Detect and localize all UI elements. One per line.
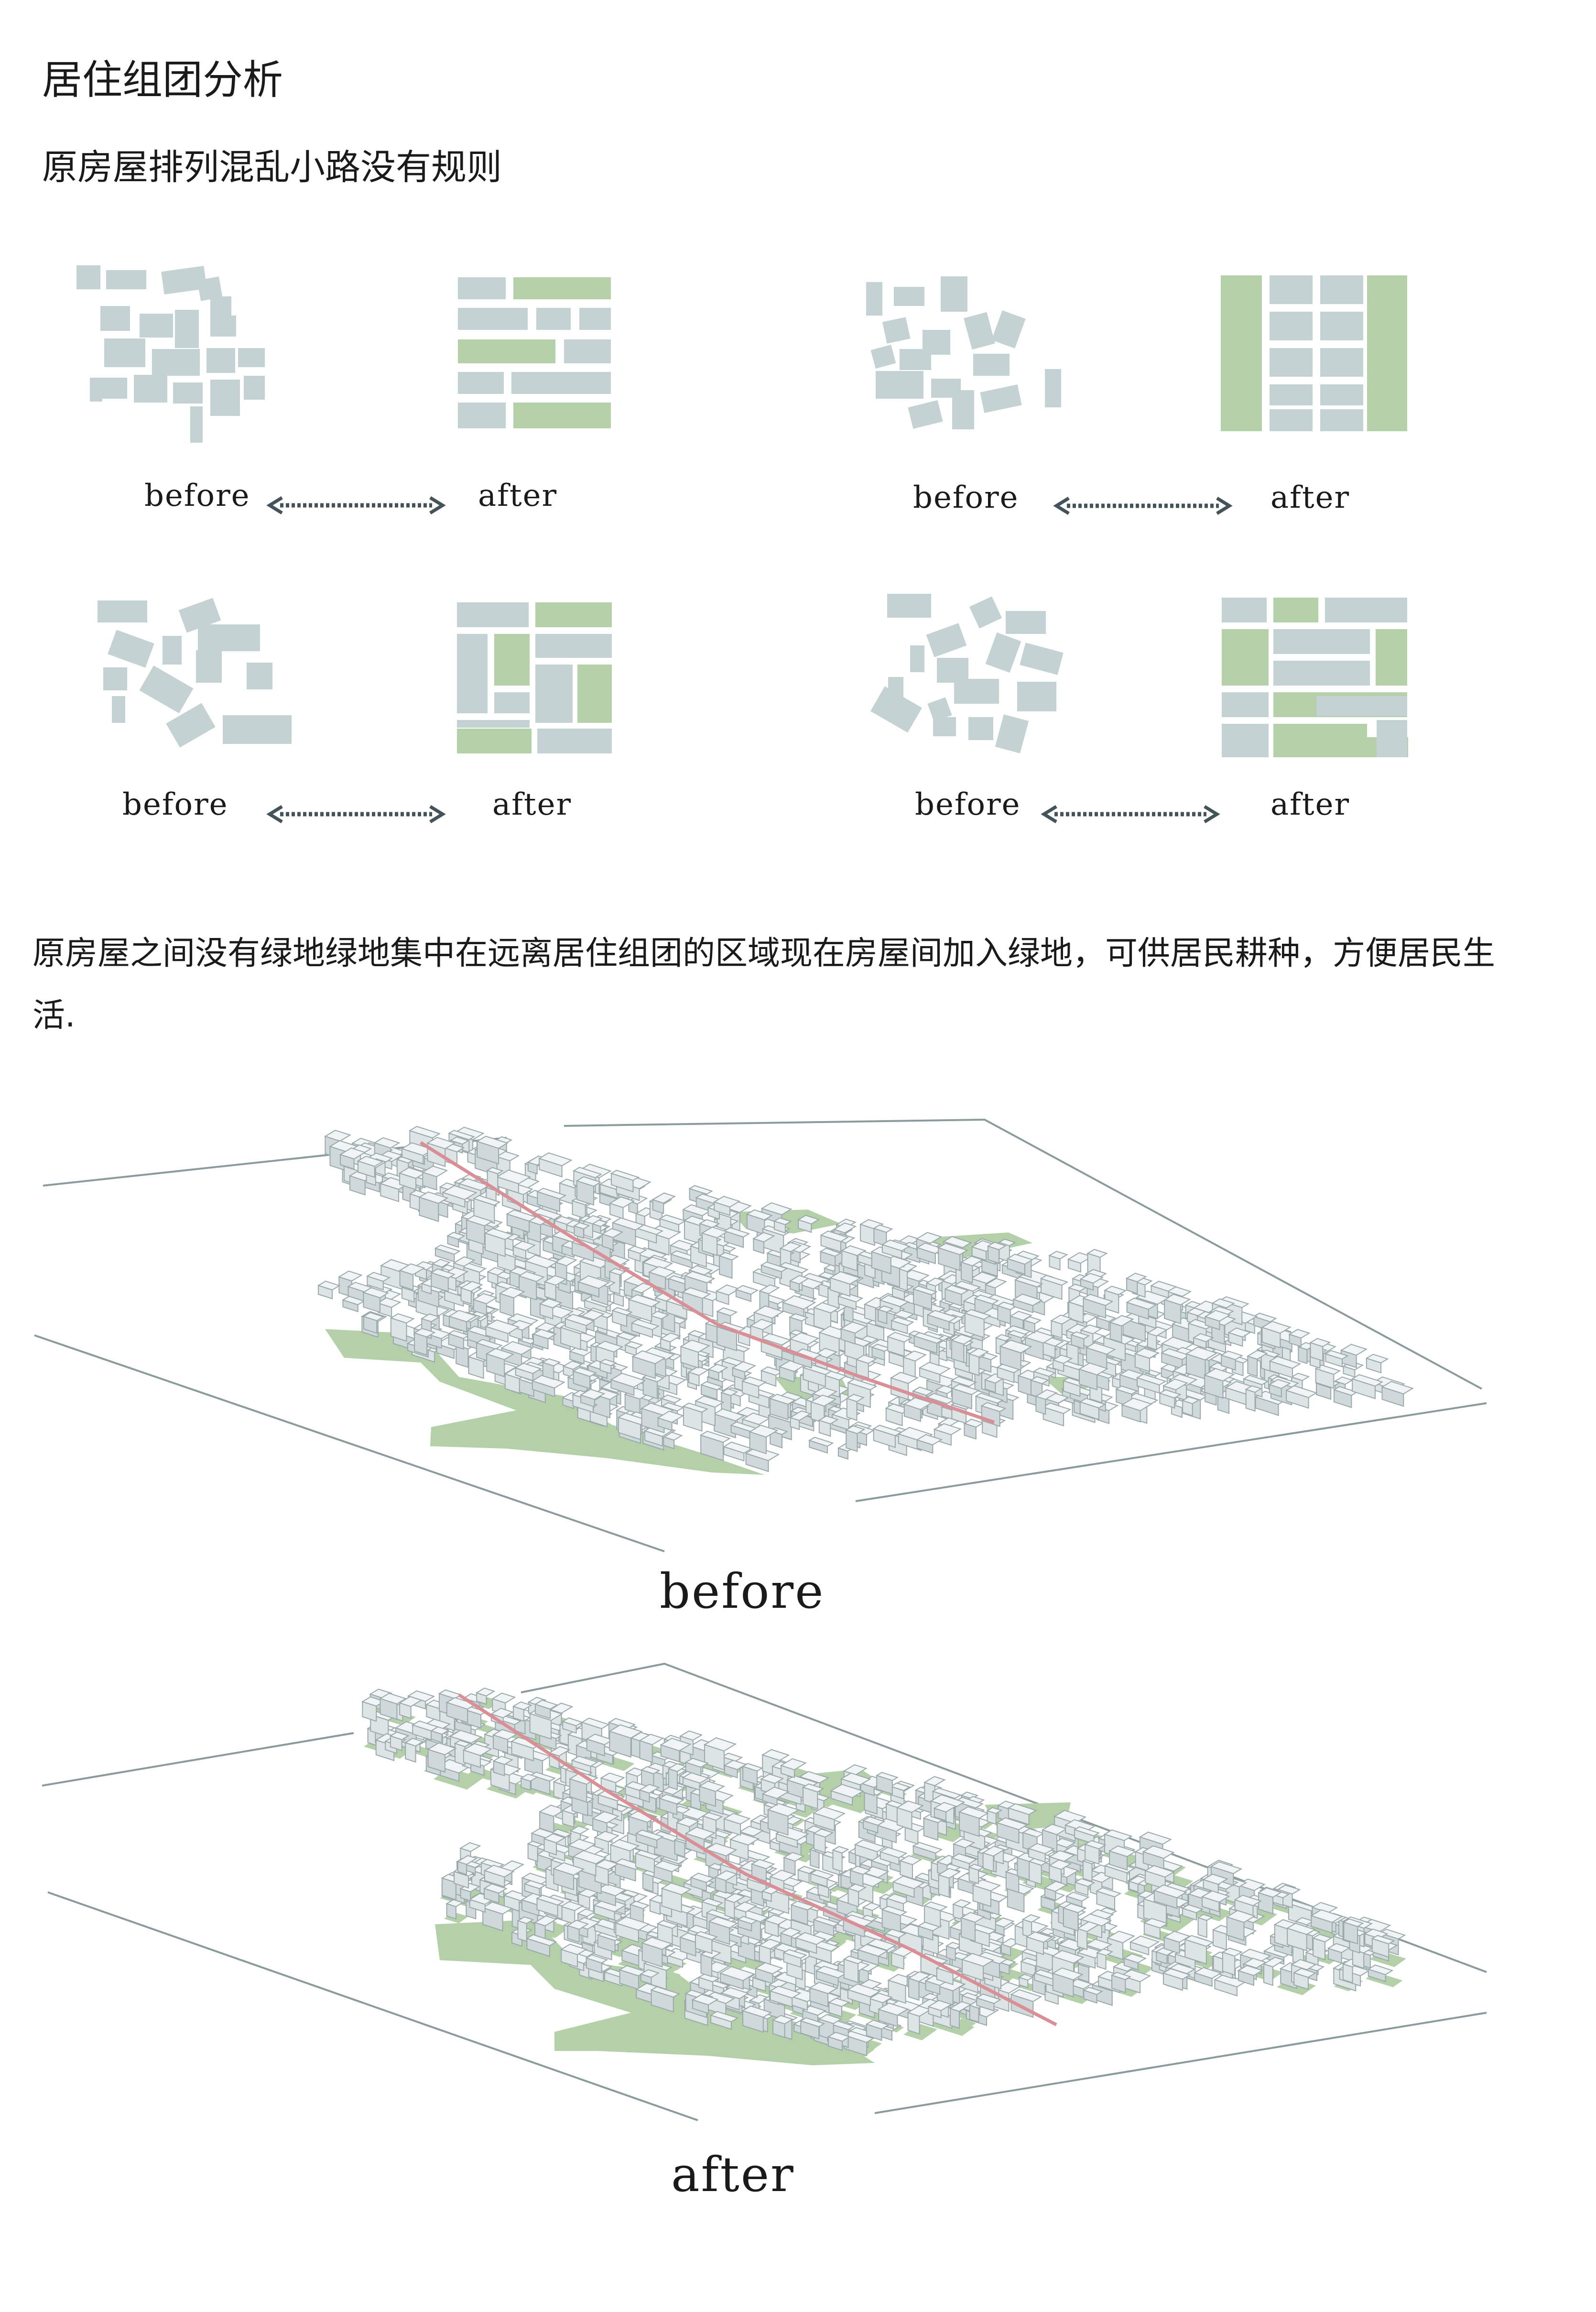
aerial-after-model [42, 1662, 1487, 2121]
aerial-after-label: after [671, 2147, 795, 2203]
aerial-before-model [34, 1118, 1487, 1552]
pair-1-after-label: after [478, 478, 558, 513]
pair-1-before-scatter [76, 265, 265, 443]
pair-4-before-label: before [915, 787, 1021, 822]
pair-4-double-arrow [1044, 807, 1217, 822]
explanation-paragraph: 原房屋之间没有绿地绿地集中在远离居住组团的区域现在房屋间加入绿地，可供居民耕种，… [33, 935, 1496, 1035]
pair-3-double-arrow [270, 807, 443, 822]
section-subtitle: 原房屋排列混乱小路没有规则 [42, 147, 502, 188]
pair-2-double-arrow [1056, 498, 1229, 513]
page-title: 居住组团分析 [42, 56, 283, 103]
pair-4-after-label: after [1270, 787, 1350, 822]
pair-2-before-scatter [866, 276, 1061, 429]
pair-2-after-label: after [1270, 480, 1350, 515]
pair-2-after-grid [1221, 275, 1407, 431]
pair-3-before-scatter [98, 598, 292, 748]
pair-1-before-label: before [144, 478, 250, 513]
pair-1-double-arrow [270, 498, 443, 513]
pair-3-after-grid [457, 602, 612, 753]
aerial-before-label: before [660, 1563, 825, 1619]
pair-3-after-label: after [492, 787, 572, 822]
pair-4-before-scatter [870, 594, 1064, 753]
pair-1-after-grid [458, 277, 611, 428]
pair-3-before-label: before [122, 787, 228, 822]
pair-2-before-label: before [913, 480, 1019, 515]
pair-4-after-grid [1222, 598, 1408, 757]
